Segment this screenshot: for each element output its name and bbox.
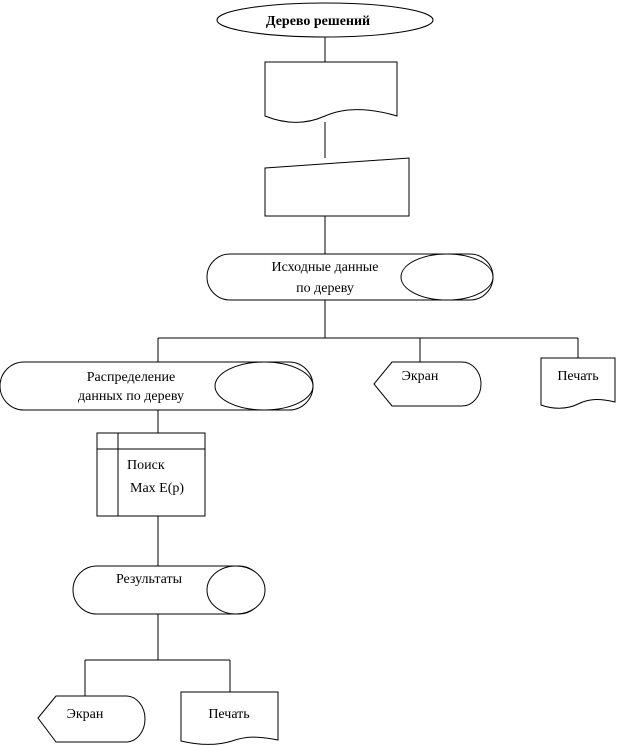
distribution-label-1: Распределение [87, 370, 175, 385]
distribution-storage: Распределение данных по дереву [0, 361, 314, 411]
input-data-label-1: Исходные данные [272, 260, 379, 275]
print-document-top: Печать [540, 357, 616, 409]
screen-bottom-label: Экран [67, 707, 104, 722]
search-label-2: Max E(p) [130, 481, 184, 496]
search-process-box: Поиск Max E(p) [96, 432, 206, 517]
results-label: Результаты [116, 572, 183, 587]
manual-input-shape [264, 157, 410, 217]
print-bottom-label: Печать [208, 707, 249, 722]
connector-lines [84, 37, 579, 696]
title-terminator: Дерево решений [216, 2, 434, 38]
input-data-label-2: по дереву [296, 281, 354, 296]
search-label-1: Поиск [127, 458, 165, 473]
results-storage: Результаты [72, 565, 266, 615]
print-top-label: Печать [557, 369, 598, 384]
print-document-bottom: Печать [180, 691, 279, 745]
distribution-label-2: данных по дереву [78, 389, 184, 404]
title-text: Дерево решений [266, 14, 370, 29]
screen-display-top: Экран [373, 361, 482, 407]
screen-display-bottom: Экран [37, 695, 146, 743]
screen-top-label: Экран [402, 369, 439, 384]
input-data-storage: Исходные данные по дереву [206, 253, 494, 301]
document-shape [264, 61, 398, 123]
